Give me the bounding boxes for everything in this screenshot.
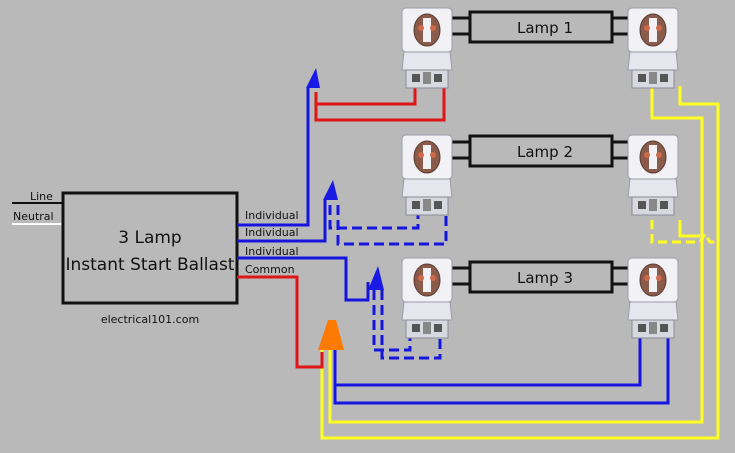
lamp-row-3: Lamp 3: [401, 257, 679, 339]
lampholder-2-right: [627, 134, 679, 216]
credit-text: electrical101.com: [101, 313, 199, 326]
lamp-tube-3: [468, 260, 614, 294]
neutral-label: Neutral: [13, 210, 54, 223]
wire-nut-2: [323, 180, 338, 200]
shunt-wires: [320, 86, 720, 440]
common-wires: [237, 86, 446, 369]
wire-nut-3: [368, 266, 384, 290]
lampholder-1-left: [401, 7, 453, 89]
output-label-2: Individual: [245, 226, 299, 239]
line-label: Line: [30, 190, 53, 203]
lampholder-2-left: [401, 134, 453, 216]
output-label-1: Individual: [245, 209, 299, 222]
individual-wires-dashed: [328, 205, 448, 360]
ballast-box: [61, 191, 239, 305]
lampholder-1-right: [627, 7, 679, 89]
ballast-title: 3 Lamp: [118, 228, 181, 248]
lamp-tube-2: [468, 134, 614, 168]
individual-wires: [237, 88, 670, 405]
ballast-subtitle: Instant Start Ballast: [66, 255, 235, 275]
output-label-3: Individual: [245, 245, 299, 258]
lamp-label-2: Lamp 2: [517, 143, 573, 161]
lampholder-3-right: [627, 257, 679, 339]
output-label-4: Common: [245, 263, 295, 276]
lamp-row-2: Lamp 2: [401, 134, 679, 216]
lampholder-3-left: [401, 257, 453, 339]
lamp-label-1: Lamp 1: [517, 19, 573, 37]
lamp-tube-1: [468, 10, 614, 44]
lamp-row-1: Lamp 1: [401, 7, 679, 89]
lamp-label-3: Lamp 3: [517, 269, 573, 287]
wire-nut-1: [306, 68, 320, 88]
wire-nut-common: [318, 320, 344, 350]
